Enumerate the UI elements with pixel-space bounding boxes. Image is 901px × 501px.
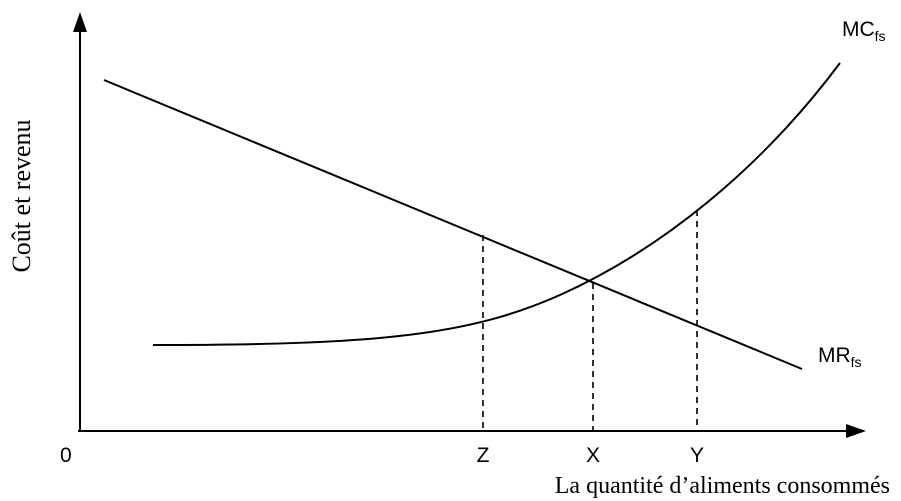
mr-label-sub: fs xyxy=(851,354,862,370)
mr-label-main: MR xyxy=(818,344,851,367)
mc-label-sub: fs xyxy=(875,28,886,44)
quantity-label-y: Y xyxy=(690,444,704,467)
mc-curve-label: MCfs xyxy=(842,18,886,44)
x-axis-arrowhead xyxy=(846,424,866,438)
mc-label-main: MC xyxy=(842,18,875,41)
mc-curve xyxy=(152,62,841,346)
y-axis-arrowhead xyxy=(73,12,87,32)
quantity-label-z: Z xyxy=(477,444,490,467)
mr-curve xyxy=(103,79,803,370)
origin-label: 0 xyxy=(60,444,72,467)
x-axis-title: La quantité d’aliments consommés xyxy=(555,473,890,499)
quantity-label-x: X xyxy=(586,444,600,467)
y-axis-title: Coût et revenu xyxy=(7,119,36,272)
mr-curve-label: MRfs xyxy=(818,344,862,370)
